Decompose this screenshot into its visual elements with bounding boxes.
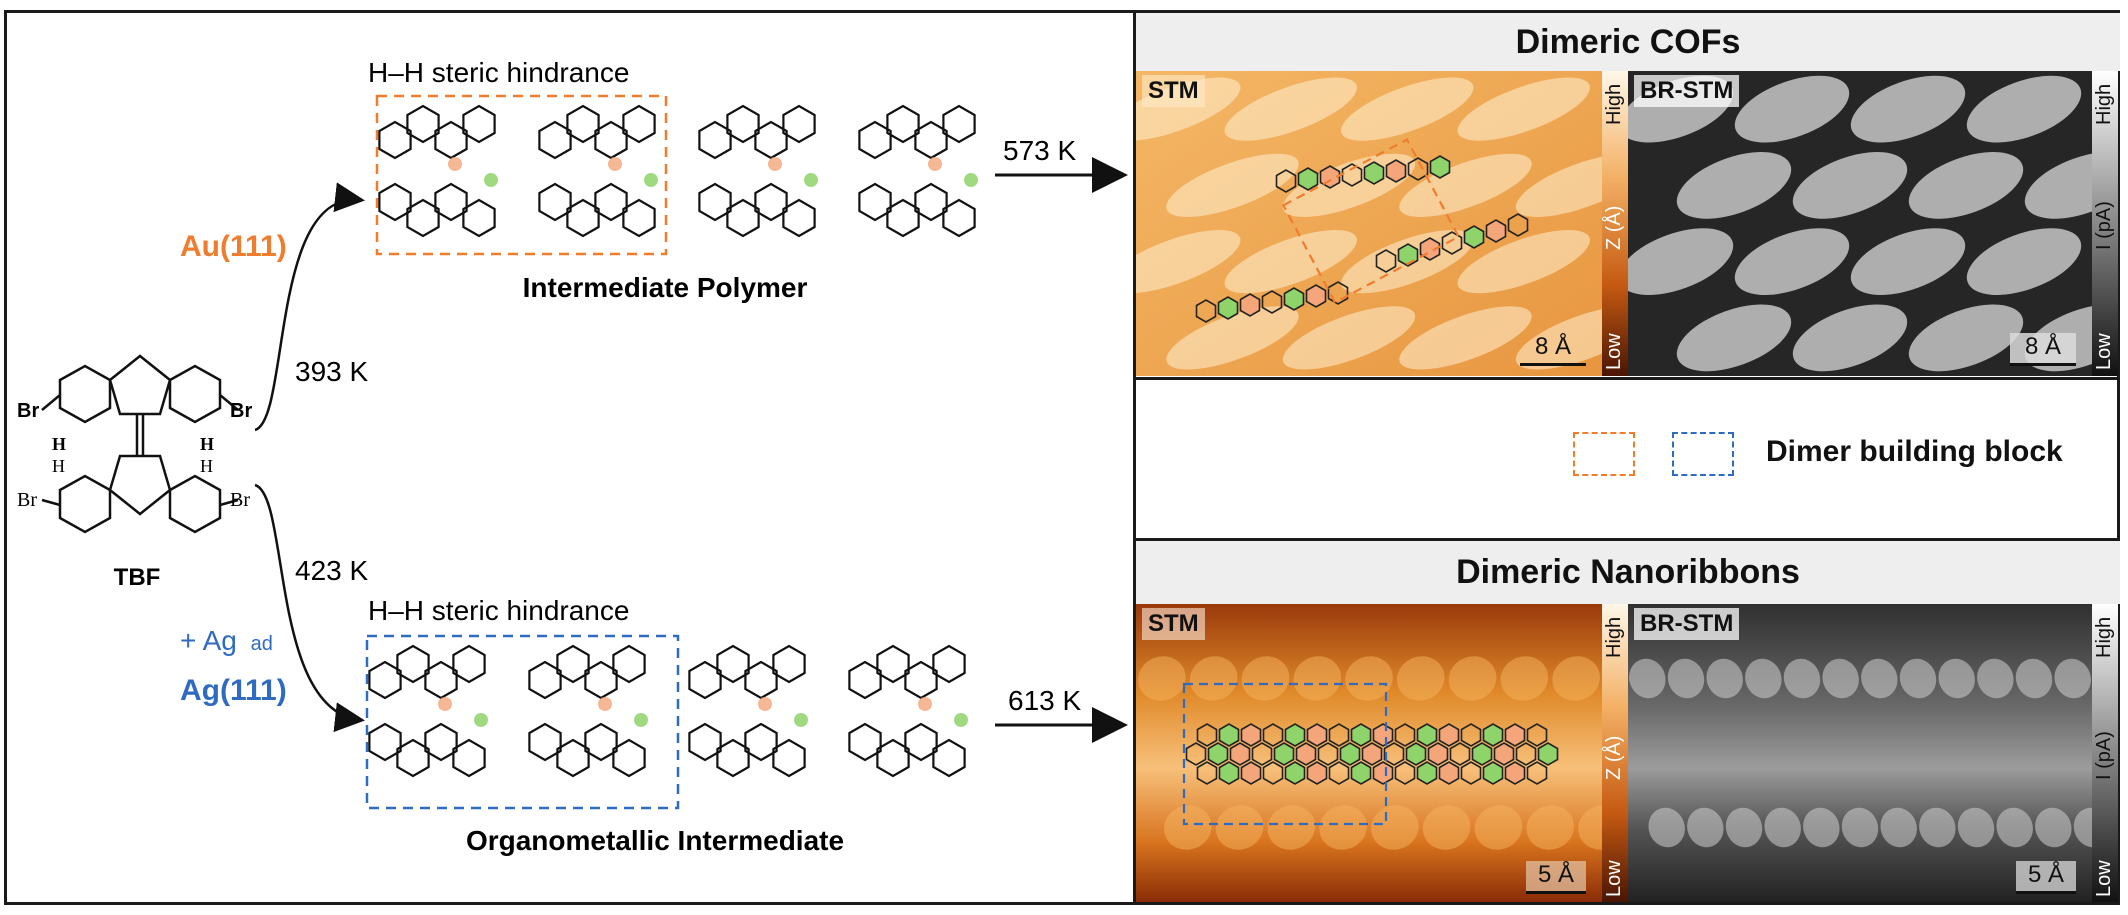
- monomer-label: TBF: [114, 564, 161, 591]
- lower-temperature: 423 K: [295, 555, 368, 586]
- upper-steric-label: H–H steric hindrance: [368, 57, 629, 88]
- cofs-brstm-colorbar-axis: I (pA): [2093, 201, 2115, 250]
- monomer-br-3: Br: [17, 489, 37, 511]
- cofs-stm-image: STM 8 Å: [1136, 71, 1602, 376]
- monomer-h-1: H: [52, 434, 66, 454]
- nanoribbons-stm-colorbar-low: Low: [1603, 860, 1625, 897]
- cofs-brstm-label: BR-STM: [1634, 75, 1740, 107]
- nanoribbons-stm-colorbar: [1602, 604, 1628, 902]
- cofs-brstm-colorbar-high: High: [2093, 83, 2115, 125]
- cof-temperature: 573 K: [1003, 135, 1076, 166]
- monomer-h-4: H: [200, 456, 213, 476]
- organometallic-structure: [368, 644, 968, 778]
- monomer-h-2: H: [52, 456, 65, 476]
- nanoribbons-stm-label: STM: [1142, 608, 1205, 640]
- nanoribbons-title: Dimeric Nanoribbons: [1136, 541, 2120, 604]
- nanoribbons-stm-scalebar: 5 Å: [1526, 861, 1586, 894]
- nanoribbons-stm-colorbar-axis: Z (Å): [1603, 735, 1625, 780]
- lower-steric-label: H–H steric hindrance: [368, 595, 629, 626]
- organometallic-label: Organometallic Intermediate: [466, 825, 844, 856]
- nanoribbons-brstm-scalebar: 5 Å: [2016, 861, 2076, 894]
- reaction-scheme: Br Br Br Br H H H H TBF Au(111) 393 K 42…: [17, 57, 1128, 856]
- arrow-to-au: [254, 182, 365, 432]
- monomer-br-2: Br: [230, 400, 252, 422]
- nanoribbons-brstm-colorbar-axis: I (pA): [2093, 731, 2115, 780]
- upper-temperature: 393 K: [295, 356, 368, 387]
- nanoribbons-stm-image: STM 5 Å: [1136, 604, 1602, 902]
- nanoribbons-brstm-label: BR-STM: [1634, 608, 1740, 640]
- intermediate-polymer-label: Intermediate Polymer: [523, 272, 808, 303]
- figure-frame: [4, 10, 2120, 905]
- ribbon-temperature: 613 K: [1008, 685, 1081, 716]
- cofs-stm-colorbar-high: High: [1603, 83, 1625, 125]
- monomer-h-3: H: [200, 434, 214, 454]
- cofs-stm-scalebar: 8 Å: [1520, 333, 1586, 366]
- cofs-brstm-colorbar-low: Low: [2093, 333, 2115, 370]
- ag-substrate-label: Ag(111): [180, 674, 287, 707]
- monomer-br-4: Br: [230, 489, 250, 511]
- panel-divider-lower: [1133, 538, 2120, 541]
- cofs-stm-colorbar-low: Low: [1603, 333, 1625, 370]
- panel-divider: [1133, 10, 1136, 905]
- intermediate-polymer-structure: [378, 104, 978, 238]
- nanoribbons-brstm-colorbar-high: High: [2093, 616, 2115, 658]
- cofs-stm-label: STM: [1142, 75, 1205, 107]
- cofs-stm-colorbar-axis: Z (Å): [1603, 205, 1625, 250]
- nanoribbons-brstm-colorbar: [2092, 604, 2118, 902]
- legend-label: Dimer building block: [1766, 435, 2063, 468]
- nanoribbons-brstm-image: BR-STM 5 Å: [1628, 604, 2092, 902]
- cofs-brstm-image: BR-STM 8 Å: [1628, 71, 2092, 376]
- tbf-molecule: [41, 354, 239, 534]
- legend-blue-box: [1672, 432, 1734, 476]
- cofs-brstm-colorbar: [2092, 71, 2118, 376]
- ag-dimer-box: [365, 634, 680, 810]
- legend-orange-box: [1573, 432, 1635, 476]
- cofs-title: Dimeric COFs: [1136, 13, 2120, 71]
- panel-divider-upper: [1133, 377, 2120, 380]
- cofs-stm-colorbar: [1602, 71, 1628, 376]
- cofs-brstm-scalebar: 8 Å: [2010, 333, 2076, 366]
- nanoribbons-brstm-colorbar-low: Low: [2093, 860, 2115, 897]
- monomer-br-1: Br: [17, 400, 39, 422]
- au-dimer-box: [375, 94, 668, 256]
- au-substrate-label: Au(111): [180, 230, 287, 263]
- arrow-to-ag: [254, 483, 365, 733]
- ag-adatom-label: + Ag ad: [180, 625, 273, 656]
- nanoribbons-stm-colorbar-high: High: [1603, 616, 1625, 658]
